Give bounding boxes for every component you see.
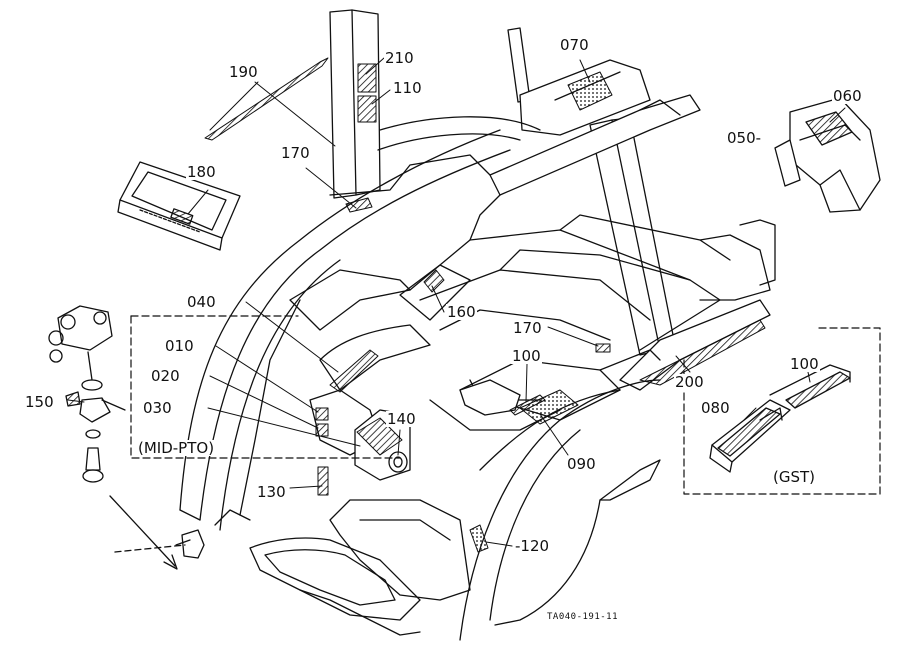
group-label-gst: (GST) xyxy=(772,468,817,486)
callout-110: 110 xyxy=(392,79,423,97)
leader-lines xyxy=(68,58,845,546)
callout-020: 020 xyxy=(150,367,181,385)
callout-130: 130 xyxy=(256,483,287,501)
part-gst-group xyxy=(710,365,850,472)
figure-code: TA040-191-11 xyxy=(547,612,619,622)
callout-100-gst: 100 xyxy=(789,355,820,373)
floor-platform xyxy=(250,195,775,640)
part-050-cover xyxy=(775,98,880,212)
callout-210: 210 xyxy=(384,49,415,67)
callout-030: 030 xyxy=(142,399,173,417)
callout-170-upper: 170 xyxy=(280,144,311,162)
callout-040: 040 xyxy=(186,293,217,311)
callout-080: 080 xyxy=(700,399,731,417)
callout-060: 060 xyxy=(832,87,863,105)
part-150-assembly xyxy=(49,306,125,482)
callout-150: 150 xyxy=(24,393,55,411)
callout-180: 180 xyxy=(186,163,217,181)
callout-200: 200 xyxy=(674,373,705,391)
callout-160: 160 xyxy=(446,303,477,321)
callout-050: 050- xyxy=(726,129,763,147)
callout-120: -120 xyxy=(514,537,551,555)
left-fender xyxy=(180,117,540,530)
callout-190: 190 xyxy=(228,63,259,81)
callout-170-lower: 170 xyxy=(512,319,543,337)
decals xyxy=(205,58,765,552)
callout-090: 090 xyxy=(566,455,597,473)
group-label-mid-pto: (MID-PTO) xyxy=(137,439,216,457)
part-180 xyxy=(118,162,240,250)
callout-010: 010 xyxy=(164,337,195,355)
group-boxes xyxy=(131,316,880,494)
callout-100-main: 100 xyxy=(511,347,542,365)
small-clip-part xyxy=(176,530,204,558)
callout-070: 070 xyxy=(559,36,590,54)
callout-140: 140 xyxy=(386,410,417,428)
exploded-arrow xyxy=(110,496,185,569)
